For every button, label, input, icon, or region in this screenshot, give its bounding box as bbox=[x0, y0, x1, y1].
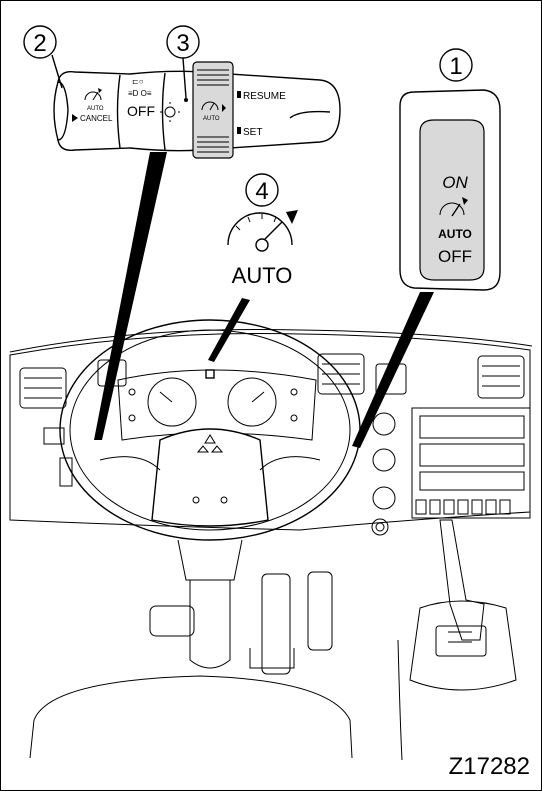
svg-text:2: 2 bbox=[33, 30, 46, 57]
figure-code: Z17282 bbox=[449, 753, 530, 781]
auto-cruise-switch[interactable]: ON AUTO OFF bbox=[400, 90, 500, 290]
svg-text:4: 4 bbox=[255, 178, 268, 205]
stalk-auto-small: AUTO bbox=[203, 116, 220, 122]
resume-label[interactable]: RESUME bbox=[243, 91, 286, 102]
switch-auto-label: AUTO bbox=[438, 227, 472, 241]
panel-buttons bbox=[416, 500, 510, 514]
switch-on-label: ON bbox=[442, 173, 468, 192]
cluster-indicator-lamp bbox=[206, 370, 214, 378]
callout-2: 2 bbox=[24, 26, 62, 88]
gear-selector bbox=[398, 520, 516, 760]
set-label[interactable]: SET bbox=[243, 127, 262, 138]
svg-text:1: 1 bbox=[449, 53, 462, 80]
resume-marker bbox=[237, 91, 241, 98]
light-icon-mid: ≡D O≡ bbox=[128, 89, 152, 98]
seat-outline bbox=[30, 676, 352, 758]
stalk-leader-wedge bbox=[94, 152, 167, 440]
auto-cruise-indicator-icon bbox=[228, 210, 298, 251]
dashboard bbox=[10, 329, 532, 535]
indicator-auto-label: AUTO bbox=[232, 263, 293, 288]
callout-4: 4 bbox=[246, 174, 278, 206]
set-marker bbox=[237, 127, 241, 134]
callout-1: 1 bbox=[440, 49, 472, 81]
cruise-control-stalk: AUTO CANCEL ⊏○ ≡D O≡ OFF AUTO RESUME SET bbox=[54, 62, 340, 158]
cancel-label[interactable]: CANCEL bbox=[80, 114, 113, 123]
stalk-auto-label: AUTO bbox=[87, 106, 104, 112]
light-icon-top: ⊏○ bbox=[132, 77, 144, 86]
switch-off-label: OFF bbox=[438, 247, 472, 266]
stalk-off-label[interactable]: OFF bbox=[127, 103, 155, 119]
resume-set-rocker[interactable] bbox=[193, 62, 233, 158]
steering-column-and-pedals bbox=[150, 572, 332, 674]
svg-text:3: 3 bbox=[176, 30, 189, 57]
